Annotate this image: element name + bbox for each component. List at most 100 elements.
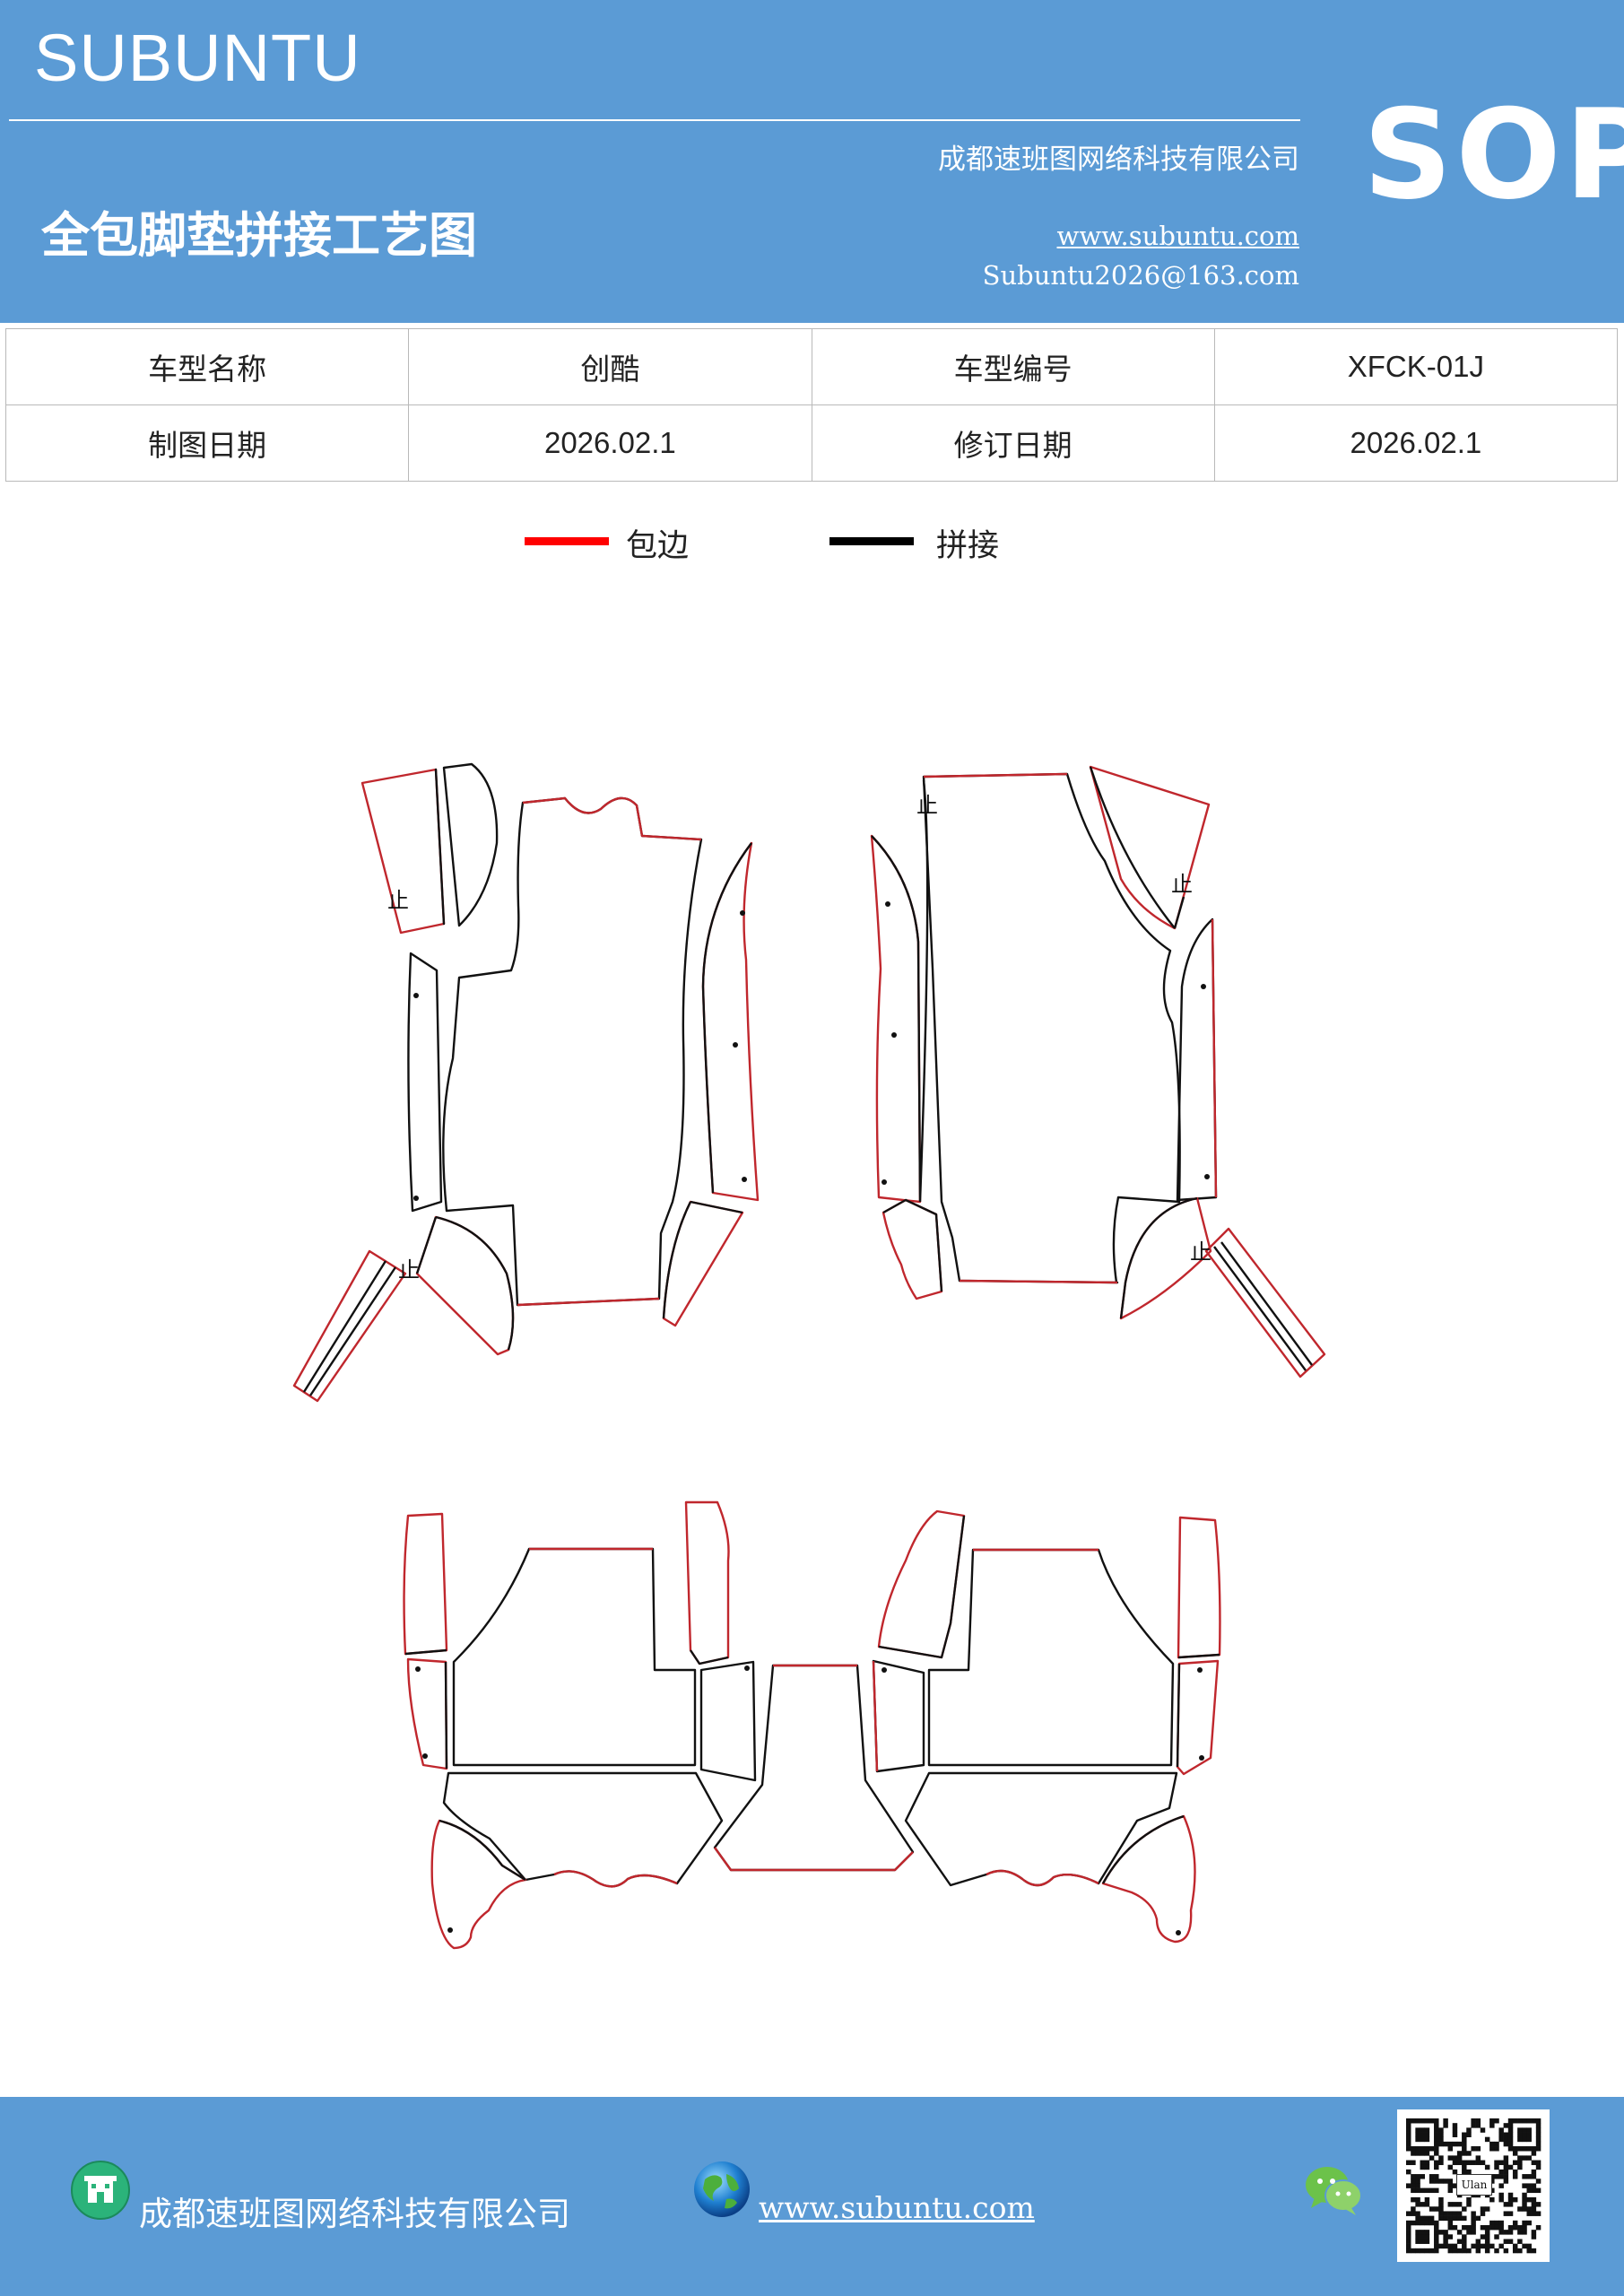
qr-module [1411,2151,1416,2156]
qr-module [1484,2230,1490,2235]
qr-module [1438,2202,1444,2207]
qr-module [1494,2118,1499,2124]
qr-module [1429,2248,1435,2254]
qr-module [1406,2224,1411,2231]
table-cell-label: 车型编号 [811,328,1215,405]
wechat-icon[interactable] [1304,2163,1363,2217]
qr-module [1475,2215,1481,2222]
qr-module [1406,2123,1411,2128]
mat-piece [870,834,922,1204]
mat-piece [1176,1663,1181,1768]
qr-module [1498,2127,1504,2133]
qr-module [1466,2160,1472,2166]
mat-piece [923,772,1068,778]
stop-marker: 止 [1171,872,1193,897]
qr-module [1434,2220,1439,2226]
fastener-dot [422,1753,428,1759]
qr-module [1475,2243,1481,2249]
fastener-dot [881,1667,887,1673]
qr-module [1480,2211,1486,2216]
qr-module [1466,2127,1472,2133]
qr-module [1424,2234,1430,2239]
mat-piece [662,1200,744,1327]
qr-module [1452,2202,1458,2207]
qr-module [1507,2118,1514,2124]
qr-module [1484,2239,1490,2244]
mat-piece [1176,918,1218,1202]
qr-module [1415,2118,1420,2124]
qr-module [1531,2248,1537,2254]
qr-module [1498,2132,1504,2137]
qr-module [1503,2141,1509,2147]
qr-module [1438,2179,1444,2184]
qr-module [1480,2243,1486,2249]
mat-piece [1177,1653,1220,1659]
qr-module [1507,2123,1514,2128]
table-cell-value: XFCK-01J [1213,328,1619,405]
qr-module [1480,2234,1486,2239]
qr-module [1522,2220,1527,2226]
mat-piece [878,1515,966,1659]
qr-module [1420,2230,1425,2235]
qr-module [1415,2146,1420,2152]
qr-module [1434,2132,1439,2137]
qr-module [1411,2146,1416,2152]
qr-module [1489,2220,1495,2226]
mat-piece [986,1869,1099,1887]
qr-module [1424,2160,1430,2166]
qr-module [1429,2187,1435,2194]
qr-module [1494,2220,1499,2226]
mat-piece [407,952,443,1213]
mat-piece [1101,1814,1196,1944]
qr-module [1526,2146,1532,2152]
qr-module [1434,2243,1439,2249]
qr-module [1522,2192,1527,2198]
qr-module [1475,2123,1481,2128]
qr-module [1471,2118,1476,2124]
qr-module [1434,2206,1439,2212]
mat-piece [882,1198,943,1292]
qr-module [1420,2234,1425,2239]
qr-module [1512,2220,1518,2226]
qr-module [1512,2160,1518,2166]
qr-module [1535,2136,1541,2143]
qr-module [1456,2239,1463,2244]
mat-piece [302,1260,396,1396]
qr-module [1535,2187,1541,2194]
qr-module [1434,2187,1439,2194]
qr-module [1406,2146,1411,2152]
header-website-link[interactable]: www.subuntu.com [1056,221,1299,251]
qr-module [1420,2202,1425,2207]
qr-module [1452,2160,1458,2166]
mat-piece [872,1659,925,1773]
qr-module [1512,2118,1518,2124]
qr-module [1411,2206,1416,2212]
qr-module [1424,2132,1430,2137]
qr-module [1456,2215,1463,2222]
footer-website-link[interactable]: www.subuntu.com [759,2190,1035,2225]
qr-module [1429,2220,1435,2226]
qr-module [1512,2146,1518,2152]
qr-module [1406,2127,1411,2133]
qr-module [1494,2160,1499,2166]
qr-module [1503,2202,1509,2207]
qr-module [1415,2248,1420,2254]
qr-module [1438,2160,1444,2166]
qr-module [1517,2118,1523,2124]
qr-module [1517,2132,1523,2137]
qr-module [1471,2160,1476,2166]
qr-module [1531,2187,1537,2194]
qr-module [1526,2127,1532,2133]
qr-module [1535,2127,1541,2133]
qr-module [1466,2248,1472,2254]
qr-module [1507,2164,1514,2170]
fastener-dot [733,1042,738,1048]
fastener-dot [891,1032,897,1038]
qr-module [1434,2146,1439,2152]
qr-module [1517,2160,1523,2166]
legend-label-edge: 包边 [626,528,690,564]
qr-module [1522,2146,1527,2152]
qr-module [1526,2155,1532,2161]
qr-module [1447,2146,1454,2152]
